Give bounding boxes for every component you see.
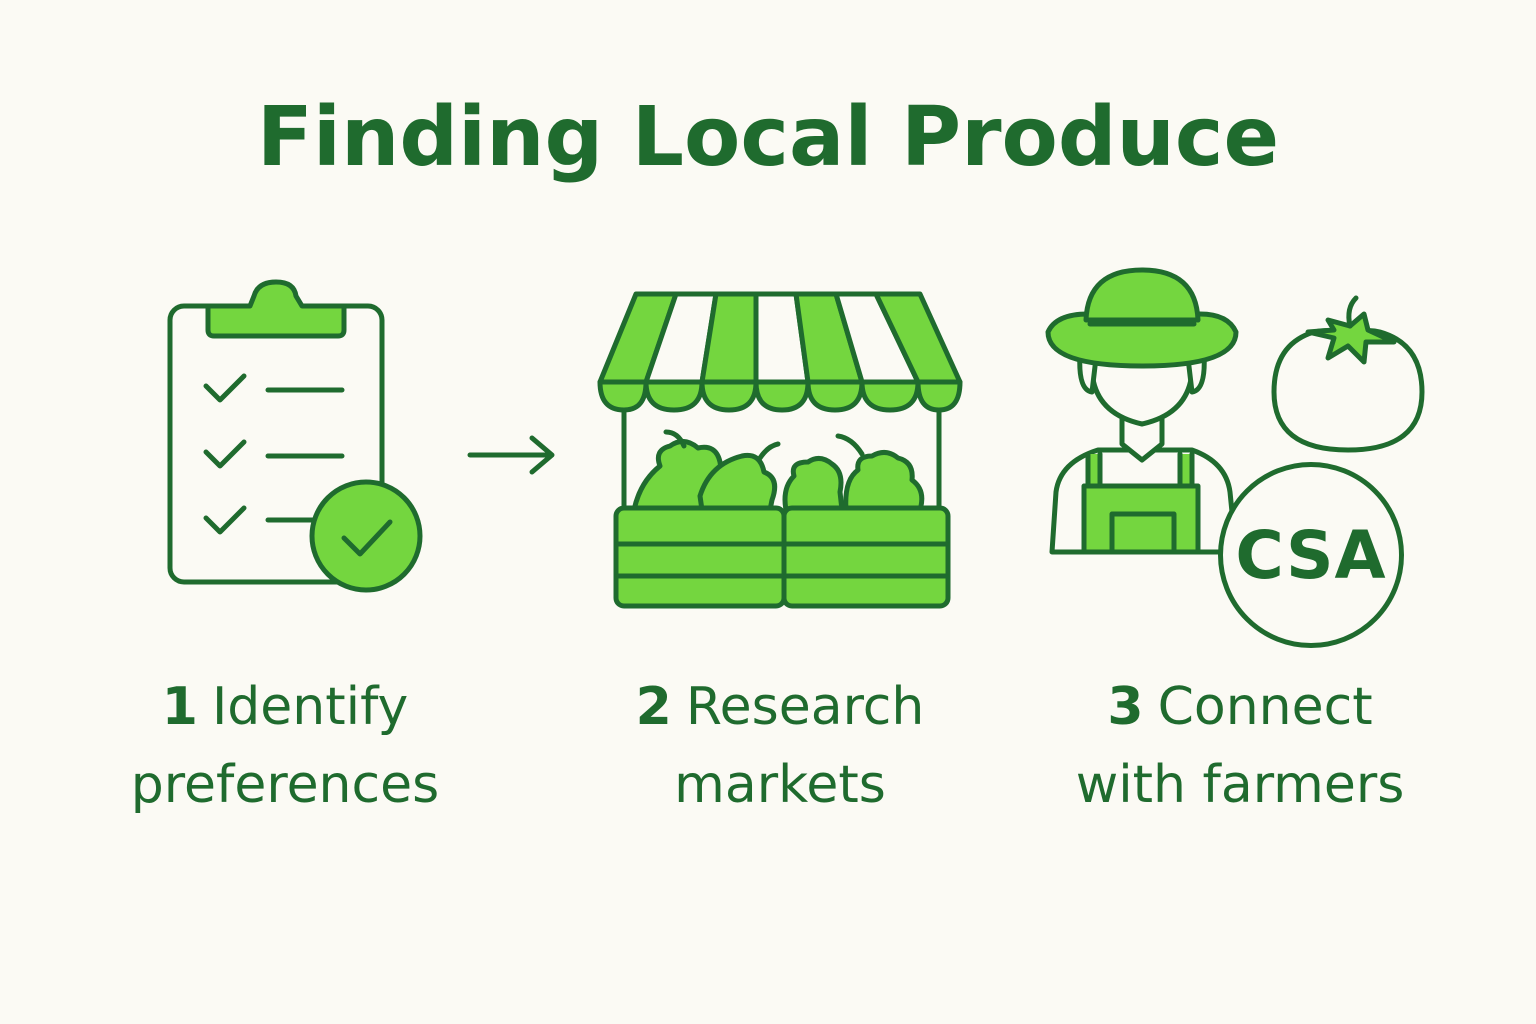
step-2-number: 2 bbox=[635, 677, 672, 737]
step-3-number: 3 bbox=[1107, 677, 1144, 737]
tomato-icon bbox=[1271, 295, 1425, 453]
page-title: Finding Local Produce bbox=[256, 90, 1280, 185]
step-1-title: Identify bbox=[211, 677, 409, 737]
step-3-title: Connect bbox=[1157, 677, 1373, 737]
step-1-number: 1 bbox=[161, 677, 198, 737]
csa-badge-text: CSA bbox=[1235, 516, 1387, 594]
step-2-line-2: markets bbox=[674, 755, 886, 815]
step-3-line-2: with farmers bbox=[1075, 755, 1405, 815]
farmer-icon bbox=[1045, 267, 1239, 555]
clipboard-checklist-icon bbox=[167, 279, 423, 593]
step-1-line-2: preferences bbox=[130, 755, 440, 815]
market-stall-icon bbox=[597, 291, 963, 609]
arrow-right-icon bbox=[467, 435, 555, 475]
step-2-title: Research bbox=[685, 677, 925, 737]
csa-badge: CSA bbox=[1218, 462, 1404, 648]
